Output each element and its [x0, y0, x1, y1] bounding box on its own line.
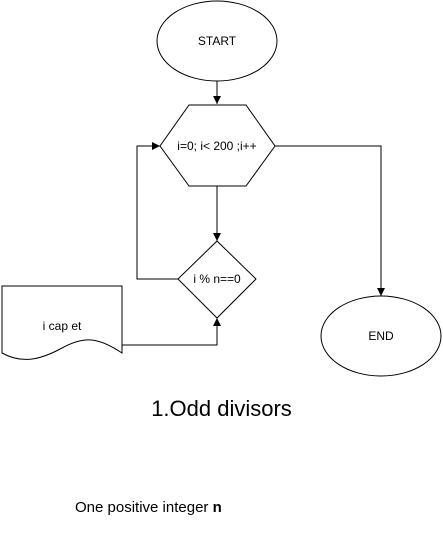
- condition-node: i % n==0: [177, 240, 257, 319]
- start-label: START: [198, 34, 237, 48]
- description-text: One positive integer n: [75, 499, 222, 516]
- end-ellipse: [320, 295, 442, 377]
- diagram-title: 1.Odd divisors: [151, 396, 292, 421]
- output-document-shape: [1, 285, 123, 360]
- start-node: START: [156, 0, 278, 82]
- arrow-output-to-condition: [122, 318, 221, 346]
- description-prefix: One positive integer: [75, 499, 213, 516]
- output-node: i cap et: [1, 285, 123, 360]
- description-variable: n: [212, 499, 222, 516]
- output-label: i cap et: [43, 319, 82, 333]
- start-ellipse: [156, 0, 278, 82]
- condition-label: i % n==0: [193, 272, 241, 286]
- loop-label: i=0; i< 200 ;i++: [177, 139, 256, 153]
- end-label: END: [368, 329, 394, 343]
- arrow-condition-back-to-loop: [136, 142, 178, 280]
- end-node: END: [320, 295, 442, 377]
- loop-hexagon: [159, 104, 276, 187]
- condition-diamond: [177, 240, 257, 319]
- connectors: [122, 81, 385, 346]
- arrow-loop-to-end: [275, 145, 385, 296]
- loop-node: i=0; i< 200 ;i++: [159, 104, 276, 187]
